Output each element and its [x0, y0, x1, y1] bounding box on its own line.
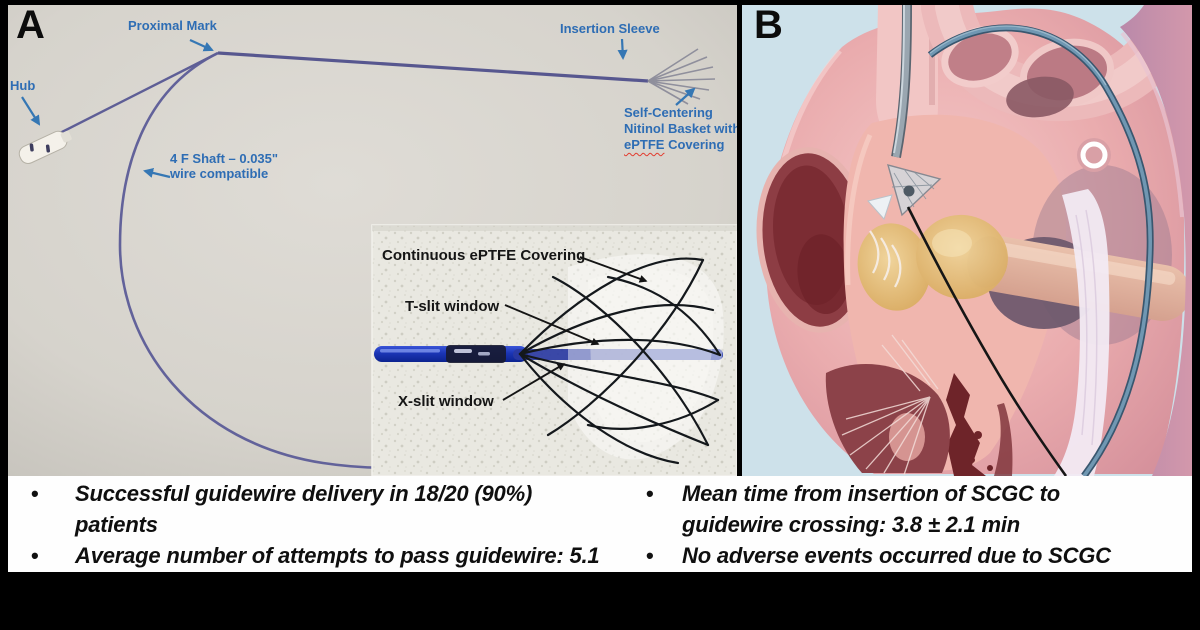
- insertion-sleeve-segment: [217, 51, 649, 83]
- delivery-catheter: [867, 5, 942, 220]
- stat-attempts: • Average number of attempts to pass gui…: [22, 540, 636, 571]
- stat-text: guidewire crossing: 3.8 ± 2.1 min: [682, 512, 1021, 537]
- arrow-t-slit: [504, 304, 600, 346]
- guidewire-blue: [927, 24, 1154, 476]
- stat-text: Average number of attempts to pass guide…: [75, 543, 600, 568]
- stats-left-column: • Successful guidewire delivery in 18/20…: [22, 478, 636, 571]
- stat-text: No adverse events occurred due to SCGC: [682, 543, 1111, 568]
- annotation-basket-eptfe: ePTFE: [624, 137, 665, 152]
- stat-guidewire-delivery: • Successful guidewire delivery in 18/20…: [22, 478, 636, 540]
- stat-text: patients: [75, 512, 158, 537]
- arrow-hub: [21, 96, 41, 126]
- arrow-continuous-covering: [579, 256, 648, 283]
- inset-label-t-slit: T-slit window: [405, 298, 500, 315]
- device-photo-graphic: [8, 5, 737, 476]
- annotation-hub: Hub: [10, 78, 36, 93]
- stat-text: Mean time from insertion of SCGC to: [682, 481, 1061, 506]
- annotation-insertion-sleeve: Insertion Sleeve: [560, 21, 660, 36]
- bullet-icon: •: [646, 543, 654, 568]
- annotation-basket-line2: Nitinol Basket with: [624, 121, 737, 136]
- panel-a-label: A: [16, 5, 45, 47]
- guidewire-black: [906, 206, 1068, 476]
- annotation-arrows: [21, 38, 696, 179]
- arrow-x-slit: [502, 363, 566, 401]
- inset-label-continuous-covering: Continuous ePTFE Covering: [382, 247, 586, 264]
- panel-b-heart-illustration: B: [742, 5, 1192, 476]
- stats-right-column: • Mean time from insertion of SCGC to gui…: [640, 478, 1192, 571]
- inset-label-x-slit: X-slit window: [398, 393, 494, 410]
- right-atrium: [756, 147, 872, 333]
- motion-arcs: [869, 230, 902, 288]
- fibrous-band: [1054, 189, 1110, 476]
- annotation-shaft-line1: 4 F Shaft – 0.035": [170, 151, 279, 166]
- arrow-proximal-mark: [189, 38, 214, 52]
- upper-vessel-shadow: [1006, 76, 1074, 118]
- annotation-shaft-line2: wire compatible: [170, 166, 269, 181]
- inset-basket-wires: [518, 257, 722, 465]
- stat-text: Successful guidewire delivery in 18/20 (…: [75, 481, 533, 506]
- fossa-ovalis-left: [857, 223, 931, 311]
- annotation-basket-line1: Self-Centering: [624, 105, 713, 120]
- annotation-proximal-mark: Proximal Mark: [128, 18, 217, 33]
- outer-heart-wall: [1120, 5, 1192, 476]
- valve-ring: [1080, 141, 1108, 169]
- ventricle-chordae: [825, 334, 950, 476]
- arrow-basket: [675, 87, 696, 106]
- annotation-basket-line3: ePTFE Covering: [624, 137, 737, 153]
- panel-b-label: B: [754, 5, 783, 47]
- bullet-icon: •: [31, 481, 39, 506]
- hub-body: [18, 130, 72, 165]
- septal-tear: [946, 373, 986, 476]
- arrow-insertion-sleeve: [617, 38, 628, 61]
- panel-a-device-photo: A Proximal Mark Insertion Sleeve Hub 4 F…: [8, 5, 737, 476]
- bullet-icon: •: [31, 543, 39, 568]
- basket-flap: [867, 194, 893, 220]
- inset-closeup-photo: [371, 224, 737, 476]
- annotation-basket-covering: Covering: [664, 137, 725, 152]
- annotation-shaft: 4 F Shaft – 0.035"wire compatible: [170, 151, 278, 181]
- catheter-proximal-segment: [59, 51, 219, 135]
- heart-graphic: [742, 5, 1192, 476]
- bullet-icon: •: [646, 481, 654, 506]
- stat-adverse-events: • No adverse events occurred due to SCGC: [640, 540, 1192, 571]
- results-stats-band: • Successful guidewire delivery in 18/20…: [8, 476, 1192, 572]
- arrow-shaft: [143, 167, 171, 179]
- stat-mean-time: • Mean time from insertion of SCGC to gui…: [640, 478, 1192, 540]
- inset-arrows: [502, 256, 648, 401]
